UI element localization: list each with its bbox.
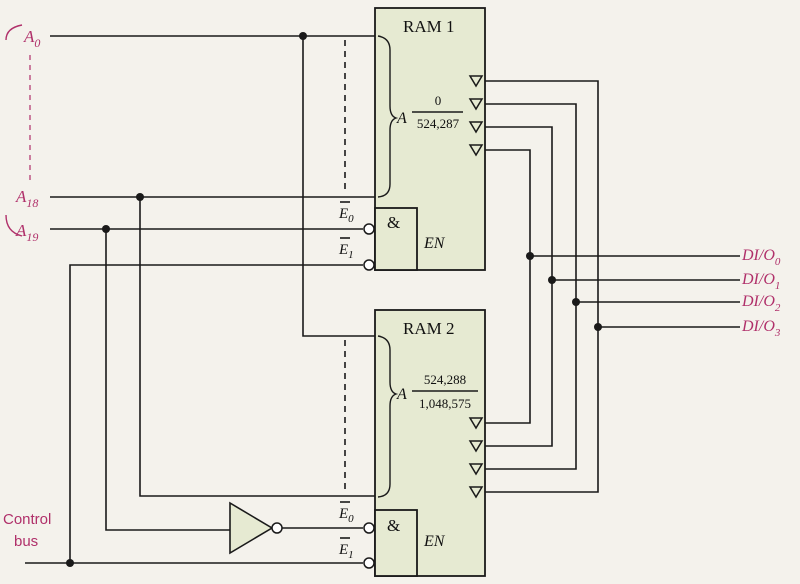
ram1-e1-label: E1 [338,242,354,261]
ram1-address-brace [377,35,399,198]
ram1-address-high: 524,287 [417,116,460,131]
ram1-address-letter: A [396,110,407,127]
ram1-address-low: 0 [435,93,442,108]
a19-junction [102,225,110,233]
a0-to-ram2-wire [302,36,375,337]
address-input-brace [5,24,23,41]
ram1-enable-block [374,207,418,271]
ram1-output-triangle-2 [468,121,484,134]
ram1-data-wire-0 [485,80,599,327]
data-junction-1 [548,276,556,284]
data-label-dio3: DI/O3 [741,318,781,339]
ram1-e0-label: E0 [338,206,354,225]
ram2-and-symbol: & [387,516,400,535]
inverter-output-bubble [271,522,283,534]
ram2-e0-bubble [363,522,375,534]
data-label-dio2: DI/O2 [741,293,781,314]
ram2-output-triangle-1 [468,440,484,453]
ram2-address-letter: A [396,386,407,403]
ram2-address-low: 524,288 [424,372,466,387]
ram2-output-triangle-3 [468,486,484,499]
ram2-e0-label: E0 [338,506,354,525]
a0-junction [299,32,307,40]
ram2-address-brace [377,335,399,498]
ram1-title: RAM 1 [403,17,454,36]
ram1-e0-bubble [363,223,375,235]
ram1-output-triangle-0 [468,75,484,88]
a18-to-ram2-wire [139,197,375,497]
ram1-and-symbol: & [387,213,400,232]
ram2-data-wire-3 [485,327,599,493]
control-bus-label-line1: Control [3,511,51,528]
ram1-e1-bubble [363,259,375,271]
ram1-output-triangle-1 [468,98,484,111]
ram1-en-label: EN [423,235,446,252]
ram2-data-wire-2 [485,302,577,470]
ram1-data-wire-2 [485,126,553,280]
ram2-e1-bubble [363,557,375,569]
control-bus-junction [66,559,74,567]
data-junction-0 [526,252,534,260]
address-label-a18: A18 [15,187,38,210]
ram1-output-triangle-3 [468,144,484,157]
control-bus-to-ram1-wire [69,264,363,563]
address-label-a0: A0 [23,27,40,50]
ram2-title: RAM 2 [403,319,454,338]
data-junction-2 [572,298,580,306]
ram2-en-label: EN [423,533,446,550]
ram1-data-wire-1 [485,103,577,302]
inverter-gate [229,501,274,555]
ram2-data-wire-1 [485,280,553,447]
data-label-dio1: DI/O1 [741,271,780,292]
address-input-brace-lower [5,214,23,237]
a18-junction [136,193,144,201]
ram2-enable-block [374,509,418,577]
data-junction-3 [594,323,602,331]
address-label-a19: A19 [15,221,38,244]
a19-to-inverter-wire [105,229,230,531]
data-label-dio0: DI/O0 [741,247,781,268]
ram2-output-triangle-2 [468,463,484,476]
control-bus-label-line2: bus [14,533,38,550]
ram2-e1-label: E1 [338,542,354,561]
ram2-address-high: 1,048,575 [419,396,471,411]
ram2-output-triangle-0 [468,417,484,430]
ram1-data-wire-3 [485,149,531,256]
ram2-data-wire-0 [485,256,531,424]
